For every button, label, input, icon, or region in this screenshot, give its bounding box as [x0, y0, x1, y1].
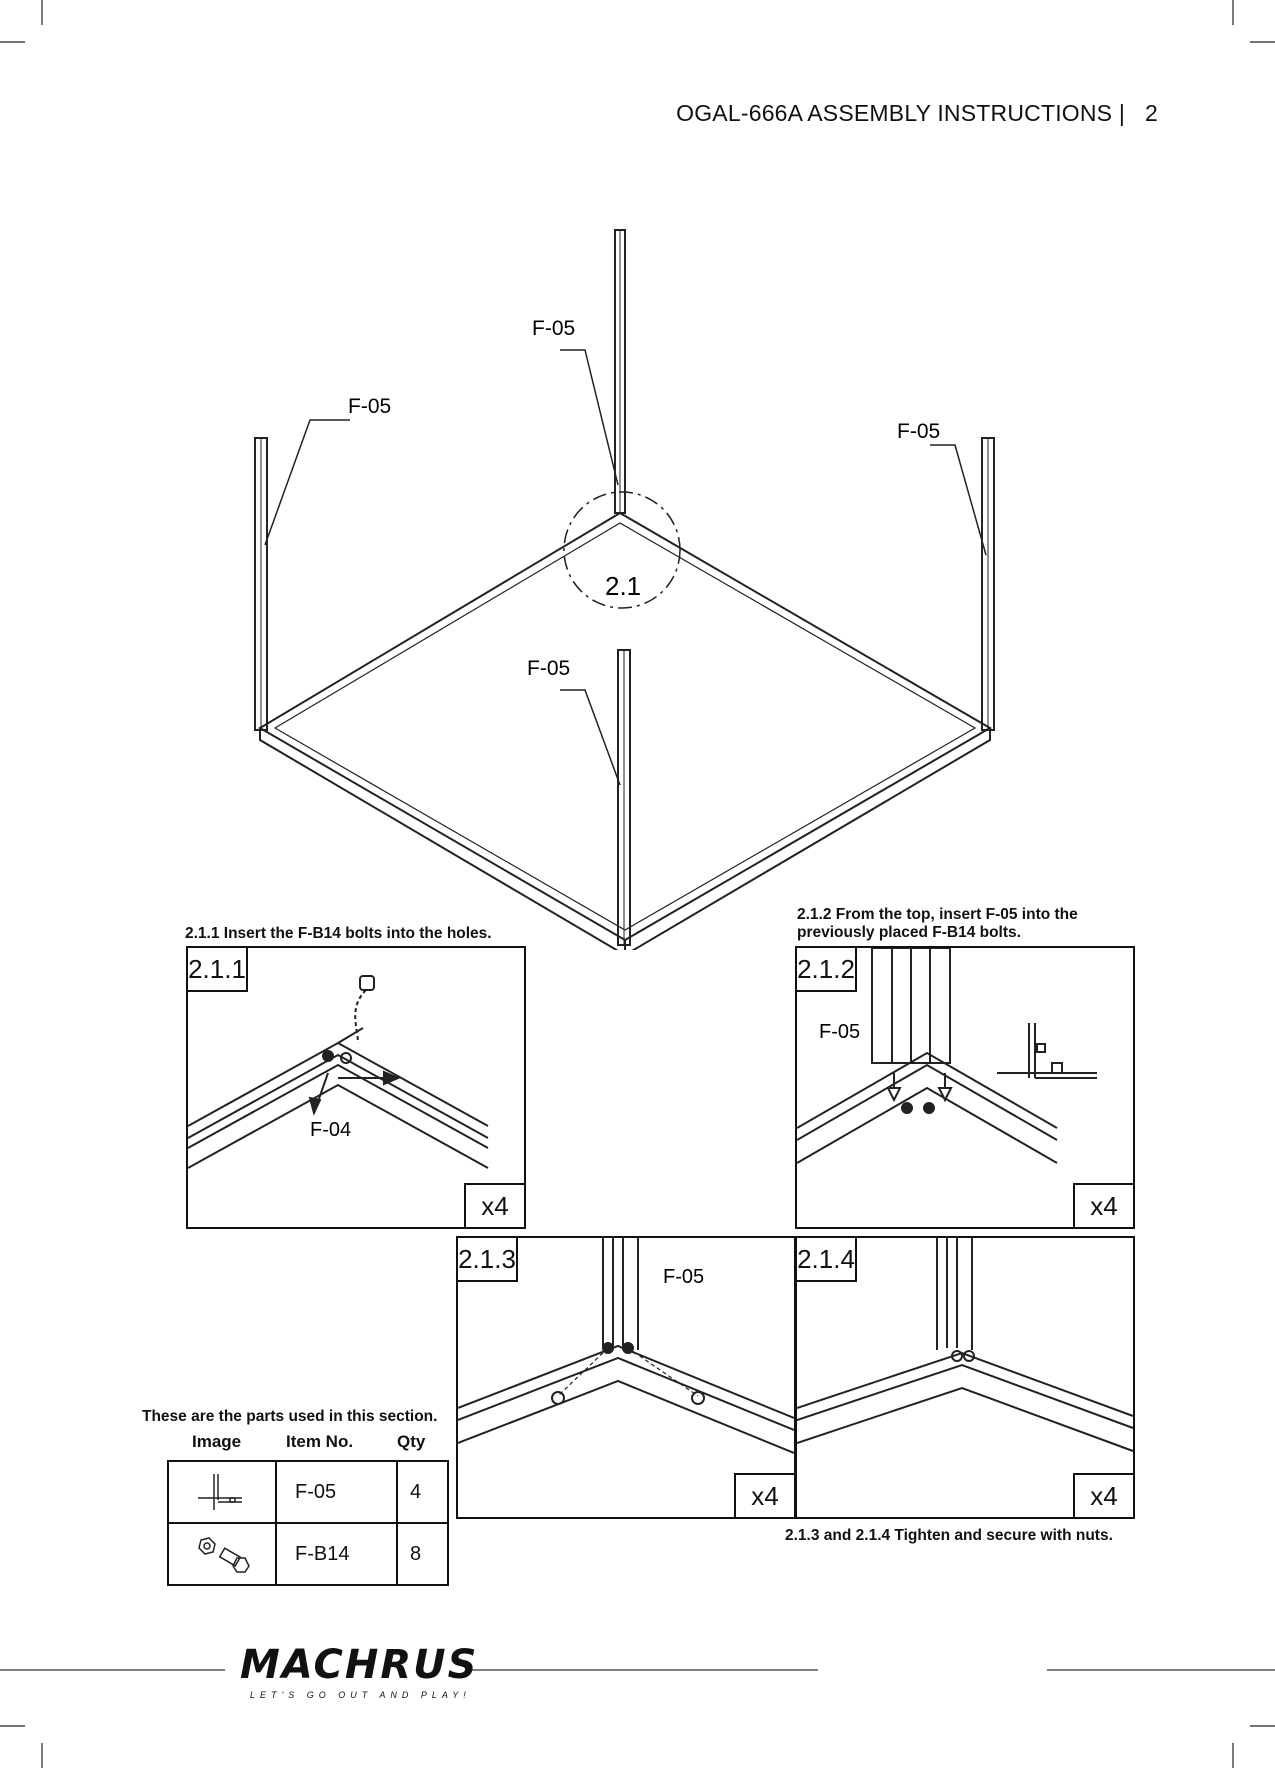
brand-tagline: LET'S GO OUT AND PLAY! [250, 1690, 471, 1700]
parts-item-cell: F-B14 [275, 1522, 398, 1586]
parts-header-image: Image [192, 1432, 242, 1451]
step-2-1-2-drawing: F-05 [797, 948, 1097, 1164]
step-2-1-1-tag: 2.1.1 [188, 948, 248, 992]
step-2-1-1-part-label: F-04 [310, 1119, 351, 1141]
parts-image-cell [167, 1522, 277, 1586]
parts-header-item: Item No. [286, 1432, 354, 1451]
footer-rules [0, 1669, 1275, 1671]
frame-assembly-diagram: 2.1 F-05 F-05 F-05 F-05 [254, 229, 995, 950]
label-f05-front: F-05 [527, 657, 570, 680]
parts-qty-cell: 8 [396, 1522, 449, 1586]
callout-label: 2.1 [605, 571, 641, 601]
step-2-1-1-panel: F-04 2.1.1 x4 [186, 946, 526, 1229]
parts-item-cell: F-05 [275, 1460, 398, 1524]
step-2-1-4-tag: 2.1.4 [797, 1238, 857, 1282]
step-2-1-4-drawing [797, 1238, 1133, 1452]
step-2-1-1-drawing: F-04 [188, 975, 489, 1169]
bolt-nut-icon [198, 1537, 250, 1573]
step-2-1-2-qty: x4 [1073, 1183, 1133, 1227]
parts-image-cell [167, 1460, 277, 1524]
parts-qty-cell: 4 [396, 1460, 449, 1524]
step-2-1-1-qty: x4 [464, 1183, 524, 1227]
label-f05-back: F-05 [532, 317, 575, 340]
page-number: 2 [1145, 100, 1158, 126]
step-2-1-2-caption-line1: 2.1.2 From the top, insert F-05 into the [797, 906, 1078, 923]
step-2-1-2-part-label: F-05 [819, 1021, 860, 1043]
step-2-1-4-qty: x4 [1073, 1473, 1133, 1517]
post-profile-icon [198, 1474, 242, 1510]
label-f05-right: F-05 [897, 420, 940, 443]
page-header-title: OGAL-666A ASSEMBLY INSTRUCTIONS | [676, 100, 1125, 126]
step-2-1-2-panel: F-05 2.1.2 x4 [795, 946, 1135, 1229]
step-2-1-2-tag: 2.1.2 [797, 948, 857, 992]
parts-row: F-B14 8 [167, 1522, 449, 1586]
parts-table: F-05 4 F-B14 8 [167, 1460, 449, 1586]
final-steps-caption: 2.1.3 and 2.1.4 Tighten and secure with … [785, 1527, 1113, 1544]
step-2-1-1-caption: 2.1.1 Insert the F-B14 bolts into the ho… [185, 925, 492, 942]
step-2-1-3-tag: 2.1.3 [458, 1238, 518, 1282]
step-2-1-3-part-label: F-05 [663, 1266, 704, 1288]
parts-row: F-05 4 [167, 1460, 449, 1524]
step-2-1-4-panel: 2.1.4 x4 [795, 1236, 1135, 1519]
brand-logo: MACHRUS [240, 1642, 479, 1688]
parts-intro: These are the parts used in this section… [142, 1408, 438, 1425]
step-2-1-3-drawing: F-05 [458, 1238, 794, 1454]
parts-header-qty: Qty [397, 1432, 426, 1451]
step-2-1-2-caption-line2: previously placed F-B14 bolts. [797, 924, 1021, 941]
label-f05-left: F-05 [348, 395, 391, 418]
step-2-1-3-panel: F-05 2.1.3 x4 [456, 1236, 796, 1519]
step-2-1-3-qty: x4 [734, 1473, 794, 1517]
